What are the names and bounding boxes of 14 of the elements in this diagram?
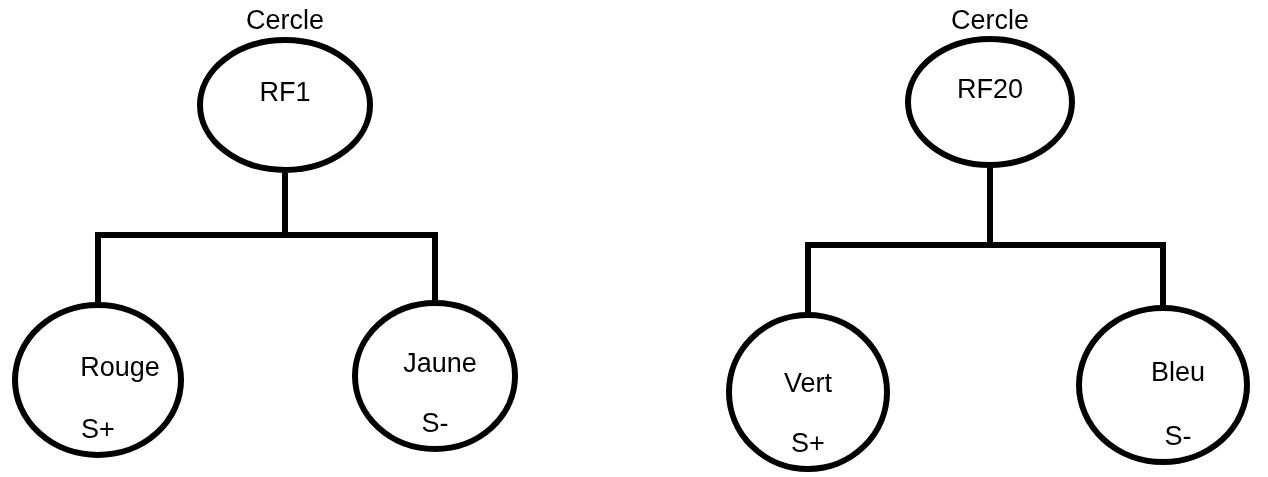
node-label: Cercle — [246, 5, 324, 35]
node-label: Vert — [784, 368, 832, 398]
node-label: Jaune — [403, 348, 477, 378]
connector-line — [987, 168, 1166, 305]
node-label: RF1 — [259, 77, 311, 107]
connector-line — [282, 173, 438, 300]
node-label: S+ — [791, 428, 825, 458]
node-label: Bleu — [1151, 357, 1205, 387]
node-label: RF20 — [957, 74, 1023, 104]
node-label: S+ — [81, 414, 115, 444]
node-label: Cercle — [951, 5, 1029, 35]
node-label: S- — [1164, 421, 1192, 451]
node-label: Rouge — [80, 352, 160, 382]
node-label: S- — [421, 408, 449, 438]
